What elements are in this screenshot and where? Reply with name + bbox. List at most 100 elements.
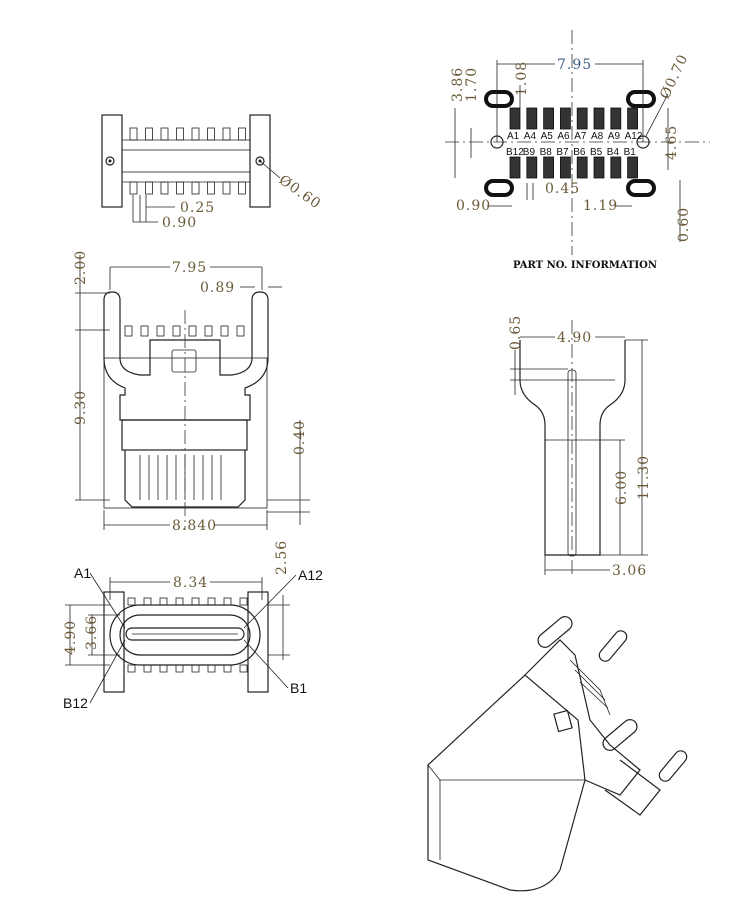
contact-pin	[191, 181, 200, 195]
pad-bottom	[610, 156, 622, 179]
pin-label-top: A4	[524, 131, 537, 142]
pin-label-top: A9	[608, 131, 621, 142]
contact-pin	[220, 325, 229, 337]
contact-pin	[160, 181, 169, 195]
dim-306: 3.06	[612, 563, 647, 579]
pad-top	[526, 107, 538, 130]
contact-pin	[238, 181, 246, 195]
dim-600: 6.00	[614, 470, 630, 505]
pin-label-bottom: B1	[624, 147, 637, 158]
dim-060: 0.60	[676, 207, 692, 242]
contact-pin	[207, 181, 215, 195]
dim-hole-070: Ø0.70	[657, 52, 692, 102]
contact-pin	[160, 127, 169, 141]
dim-bv-490: 4.90	[63, 620, 79, 655]
pad-bottom	[560, 156, 571, 179]
contact-pin	[159, 664, 168, 673]
contact-pin	[156, 325, 165, 337]
pad-bottom	[627, 156, 638, 179]
pad-bottom	[576, 156, 588, 179]
pin-label-bottom: B6	[573, 147, 586, 158]
pin-label-bottom: B4	[607, 147, 620, 158]
contact-pin	[145, 127, 153, 141]
pin-label-bottom: B8	[540, 147, 553, 158]
contact-pin	[207, 664, 216, 673]
contact-pin	[238, 127, 246, 141]
contact-pin	[176, 127, 184, 141]
dim-490: 4.90	[557, 330, 592, 346]
dim-8840: 8.840	[172, 518, 217, 534]
contact-pin	[239, 664, 248, 673]
contact-pin	[191, 597, 200, 606]
dim-089: 0.89	[200, 280, 235, 296]
label-a1: A1	[74, 565, 91, 581]
contact-pin	[124, 325, 133, 337]
contact-pin	[188, 325, 197, 337]
dim-119: 1.19	[583, 198, 618, 214]
dim-366: 3.66	[84, 615, 100, 650]
contact-pin	[129, 127, 138, 141]
pin-label-top: A6	[557, 131, 570, 142]
contact-pin	[191, 127, 200, 141]
pad-top	[610, 107, 622, 130]
contact-pin	[127, 664, 136, 673]
pin-label-bottom: B7	[556, 147, 569, 158]
pin-label-bottom: B9	[523, 147, 536, 158]
bottom-view: 8.34 2.56 4.90 3.66 A1 A12 B12 B1	[63, 540, 323, 711]
pad-top	[543, 107, 554, 130]
label-b12: B12	[63, 695, 88, 711]
dim-170: 1.70	[464, 67, 480, 102]
dim-108: 1.08	[514, 61, 530, 96]
pin-label-top: A12	[625, 131, 643, 142]
contact-pin	[223, 664, 232, 673]
pad-top	[560, 107, 571, 130]
dim-090: 0.90	[456, 198, 491, 214]
label-b1: B1	[290, 680, 307, 696]
pin-label-top: A5	[541, 131, 554, 142]
contact-pin	[175, 664, 184, 673]
pad-bottom	[593, 156, 605, 179]
dim-065: 0.65	[508, 315, 524, 350]
pin-label-bottom: B5	[590, 147, 603, 158]
pad-bottom	[543, 156, 554, 179]
dim-465: 4.65	[664, 125, 680, 160]
contact-pin	[145, 181, 153, 195]
dim-834: 8.34	[173, 575, 208, 591]
contact-pin	[143, 664, 152, 673]
pad-top	[509, 107, 521, 130]
dim-front-width: 7.95	[172, 260, 207, 276]
contact-pin	[175, 597, 184, 606]
pad-bottom	[526, 156, 538, 179]
dim-256: 2.56	[274, 540, 290, 575]
contact-pin	[143, 597, 152, 606]
pin-label-top: A8	[591, 131, 604, 142]
contact-pin	[207, 597, 216, 606]
contact-pin	[172, 325, 181, 337]
dim-pin-pitch: 0.90	[162, 215, 197, 231]
contact-pin	[191, 664, 200, 673]
contact-pin	[207, 127, 215, 141]
contact-pin	[222, 181, 231, 195]
pin-label-top: A7	[574, 131, 587, 142]
side-view: 4.90 0.65 6.00 11.30 3.06	[508, 315, 652, 579]
pad-top	[576, 107, 588, 130]
pad-top	[593, 107, 605, 130]
contact-pin	[127, 597, 136, 606]
part-no-caption: PART NO. INFORMATION	[513, 260, 657, 271]
contact-pin	[204, 325, 213, 337]
dim-1130: 11.30	[636, 455, 652, 500]
isometric-view	[427, 616, 688, 892]
pin-label-bottom: B12	[506, 147, 524, 158]
contact-pin	[159, 597, 168, 606]
contact-pin	[236, 325, 245, 337]
dim-386: 3.86	[450, 67, 466, 102]
dim-045: 0.45	[545, 181, 580, 197]
dim-footprint-width: 7.95	[557, 57, 592, 73]
contact-pin	[176, 181, 184, 195]
pad-bottom	[509, 156, 521, 179]
dim-hole: Ø0.60	[276, 172, 324, 212]
contact-pin	[223, 597, 232, 606]
contact-pin	[129, 181, 138, 195]
dim-040: 0.40	[292, 420, 308, 455]
